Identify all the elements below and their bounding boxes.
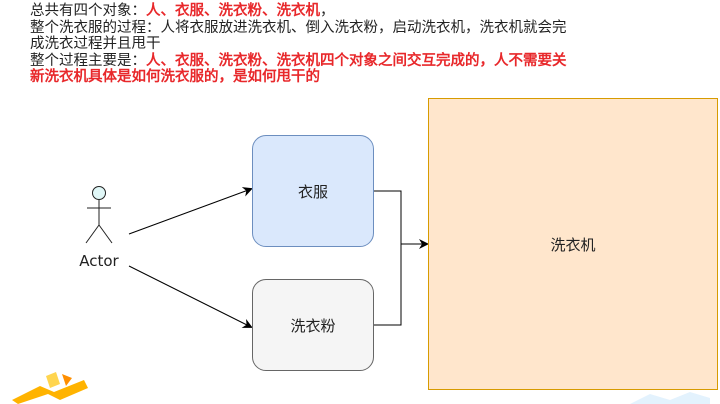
actor-icon[interactable] [86, 187, 112, 244]
powder-node[interactable]: 洗衣粉 [252, 279, 374, 371]
clothes-node[interactable]: 衣服 [252, 135, 374, 247]
clothes-label: 衣服 [298, 181, 328, 202]
clothes-to-washer-connector [374, 191, 427, 244]
actor-label: Actor [74, 252, 124, 270]
corner-decoration-icon [630, 390, 710, 404]
powder-to-washer-connector [374, 244, 401, 325]
washer-node[interactable]: 洗衣机 [428, 98, 718, 390]
powder-label: 洗衣粉 [290, 315, 335, 336]
actor-to-powder-arrow [129, 266, 251, 327]
actor-to-clothes-arrow [129, 189, 251, 234]
gift-decoration-icon [10, 372, 90, 404]
washer-label: 洗衣机 [550, 234, 595, 255]
